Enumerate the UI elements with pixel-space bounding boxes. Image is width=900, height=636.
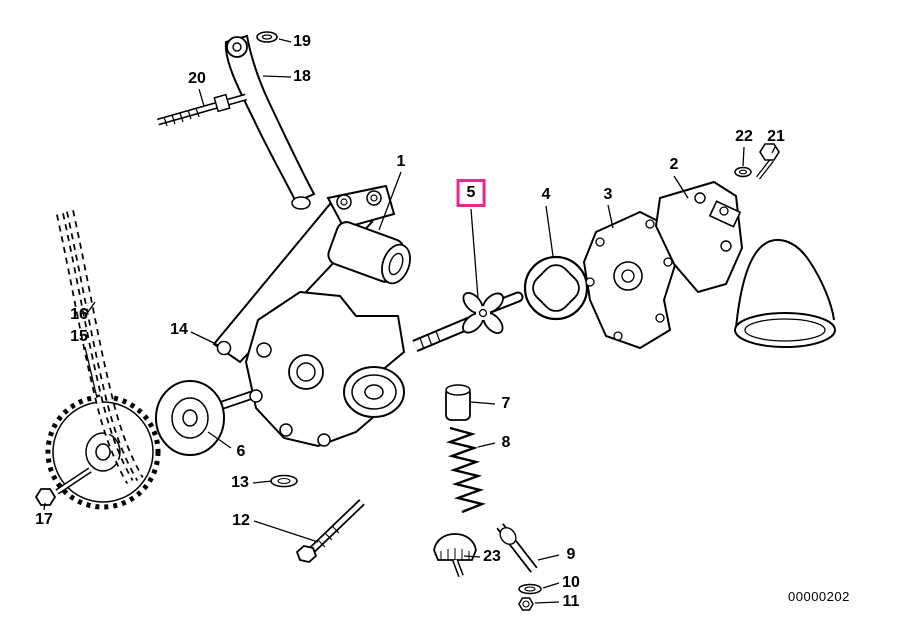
- stud-20-part: [157, 93, 247, 127]
- callout-16: 16: [70, 306, 88, 323]
- callout-2: 2: [669, 156, 679, 173]
- plug-23-part: [433, 533, 477, 578]
- drawing-id-code: 00000202: [788, 589, 850, 604]
- callout-6: 6: [236, 443, 246, 460]
- callout-21: 21: [767, 128, 785, 145]
- callout-3: 3: [603, 186, 613, 203]
- intake-funnel-part: [708, 200, 836, 348]
- chain-part: [56, 210, 144, 485]
- valve-piston-9-part: [496, 523, 538, 573]
- shaft-5-part: [412, 291, 524, 352]
- callout-5-highlighted[interactable]: 5: [456, 179, 486, 207]
- callout-8: 8: [501, 434, 511, 451]
- callout-15: 15: [70, 328, 88, 345]
- cover-3-part: [582, 210, 678, 350]
- callout-9: 9: [566, 546, 576, 563]
- callout-17: 17: [35, 511, 53, 528]
- callout-23: 23: [483, 548, 501, 565]
- washer-13-part: [270, 474, 298, 488]
- bolt-12-part: [295, 499, 365, 563]
- washer-10-part: [518, 583, 542, 595]
- callout-13: 13: [231, 474, 249, 491]
- callout-11: 11: [562, 593, 580, 610]
- washer-19-part: [256, 31, 278, 43]
- callout-12: 12: [232, 512, 250, 529]
- nut-11-part: [518, 597, 534, 611]
- callout-10: 10: [562, 574, 580, 591]
- piston-7-part: [445, 384, 471, 421]
- callout-20: 20: [188, 70, 206, 87]
- pump-body-part: [244, 221, 411, 448]
- lever-arm-part: [224, 34, 316, 210]
- callout-18: 18: [293, 68, 311, 85]
- callout-1: 1: [396, 153, 406, 170]
- callout-19: 19: [293, 33, 311, 50]
- bolt-17-part: [34, 467, 92, 506]
- spring-8-part: [445, 426, 486, 514]
- callout-4: 4: [541, 186, 551, 203]
- washer-22-part: [734, 166, 752, 178]
- callout-14: 14: [170, 321, 188, 338]
- callout-7: 7: [501, 395, 511, 412]
- leader-lines: [43, 38, 776, 604]
- rotor-4-part: [523, 255, 589, 321]
- callout-22: 22: [735, 128, 753, 145]
- bolt-21-part: [756, 143, 780, 180]
